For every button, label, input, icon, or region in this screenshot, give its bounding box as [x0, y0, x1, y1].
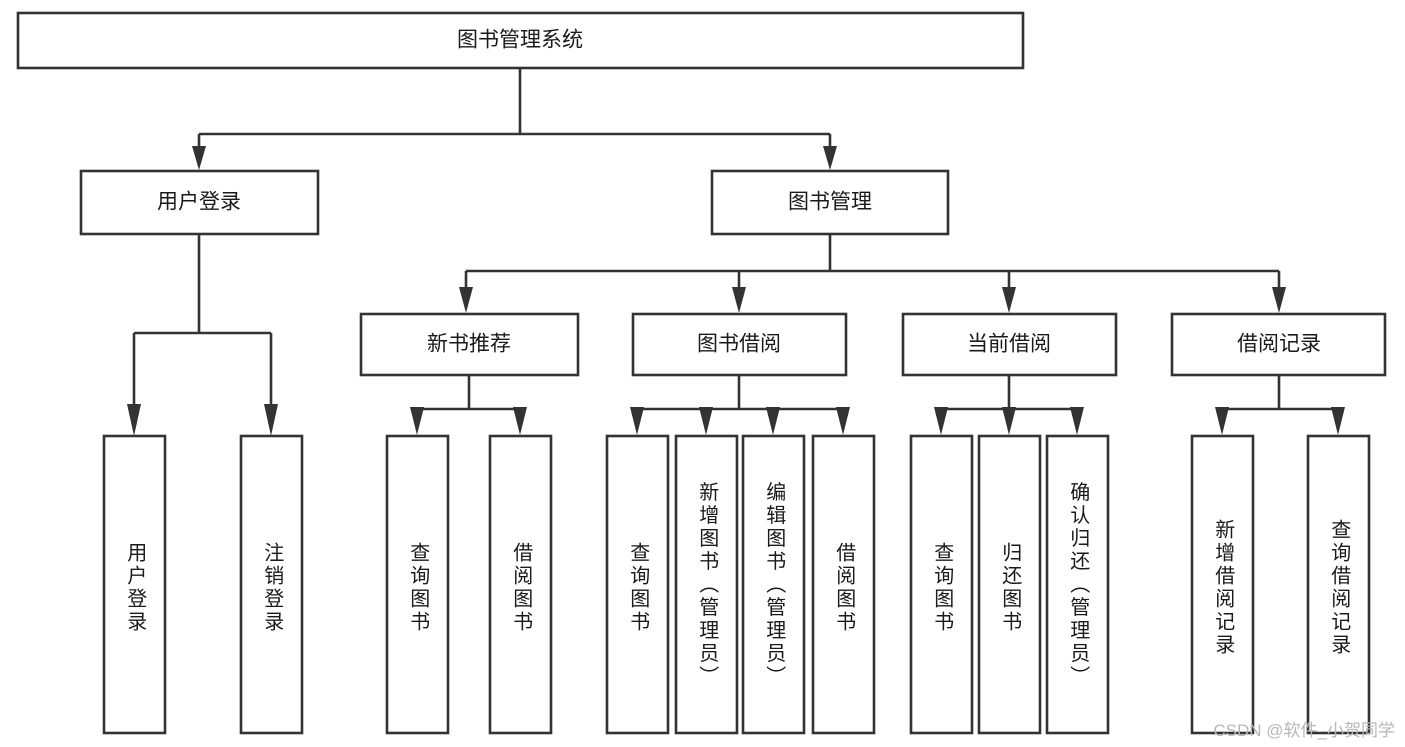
leaf-current-query-book-label: 查询图书	[931, 542, 954, 634]
leaf-recommend-borrow-book[interactable]: 借阅图书	[488, 434, 553, 735]
arrow-head-borrow-record	[1272, 287, 1286, 313]
connector-layer	[127, 68, 1345, 436]
leaf-current-return-book-box[interactable]	[977, 434, 1042, 735]
leaf-record-add-record[interactable]: 新增借阅记录	[1190, 434, 1255, 735]
leaf-borrow-query-book-box[interactable]	[605, 434, 670, 735]
arrow-head-record-1	[1215, 407, 1229, 435]
leaf-user-login-login[interactable]: 用户登录	[102, 434, 167, 735]
node-root-system-label: 图书管理系统	[457, 29, 583, 52]
node-user-login-label: 用户登录	[157, 191, 241, 214]
leaf-borrow-borrow-book-label: 借阅图书	[833, 542, 856, 634]
node-borrow-record-box[interactable]	[1170, 312, 1387, 377]
node-root-system-box[interactable]	[16, 11, 1025, 70]
leaf-record-query-record-box[interactable]	[1306, 434, 1371, 735]
arrow-head-recommend-2	[513, 407, 527, 435]
leaf-recommend-borrow-book-label: 借阅图书	[510, 542, 533, 634]
node-borrow-record[interactable]: 借阅记录	[1170, 312, 1387, 377]
leaf-borrow-edit-book-box[interactable]	[741, 434, 806, 735]
leaf-user-login-login-label: 用户登录	[124, 542, 147, 634]
leaf-user-login-logout-label: 注销登录	[261, 542, 284, 634]
arrow-head-current-2	[1002, 407, 1016, 435]
arrow-head-recommend-1	[410, 407, 424, 435]
leaf-borrow-edit-book-label: 编辑图书（管理员）	[763, 481, 786, 688]
leaf-borrow-add-book-label: 新增图书（管理员）	[696, 481, 719, 688]
leaf-borrow-add-book[interactable]: 新增图书（管理员）	[674, 434, 739, 735]
node-current-borrow-label: 当前借阅	[967, 333, 1051, 356]
node-book-management-label: 图书管理	[788, 191, 872, 214]
leaf-record-query-record[interactable]: 查询借阅记录	[1306, 434, 1371, 735]
node-new-book-recommend-box[interactable]	[359, 312, 580, 377]
arrow-head-user-login-2	[264, 404, 278, 436]
arrow-head-current-1	[934, 407, 948, 435]
node-current-borrow-box[interactable]	[901, 312, 1118, 377]
leaf-current-confirm-return-box[interactable]	[1045, 434, 1110, 735]
leaf-borrow-query-book-label: 查询图书	[627, 542, 650, 634]
leaf-recommend-borrow-book-box[interactable]	[488, 434, 553, 735]
node-book-management[interactable]: 图书管理	[710, 169, 950, 236]
leaf-borrow-add-book-box[interactable]	[674, 434, 739, 735]
node-root-system[interactable]: 图书管理系统	[16, 11, 1025, 70]
node-new-book-recommend[interactable]: 新书推荐	[359, 312, 580, 377]
leaf-user-login-logout[interactable]: 注销登录	[239, 434, 304, 735]
leaf-current-query-book-box[interactable]	[909, 434, 974, 735]
node-current-borrow[interactable]: 当前借阅	[901, 312, 1118, 377]
arrow-head-book-borrow	[732, 287, 746, 313]
leaf-user-login-logout-box[interactable]	[239, 434, 304, 735]
leaf-current-confirm-return-label: 确认归还（管理员）	[1067, 481, 1090, 688]
leaf-borrow-borrow-book-box[interactable]	[811, 434, 876, 735]
leaf-record-add-record-box[interactable]	[1190, 434, 1255, 735]
leaf-borrow-query-book[interactable]: 查询图书	[605, 434, 670, 735]
leaf-recommend-query-book-label: 查询图书	[407, 542, 430, 634]
arrow-head-new-book-recommend	[459, 287, 473, 313]
leaf-borrow-borrow-book[interactable]: 借阅图书	[811, 434, 876, 735]
node-book-borrow-box[interactable]	[631, 312, 848, 377]
arrow-head-borrow-4	[836, 407, 850, 435]
leaf-user-login-login-box[interactable]	[102, 434, 167, 735]
arrow-head-borrow-2	[699, 407, 713, 435]
leaf-record-query-record-label: 查询借阅记录	[1328, 519, 1351, 657]
leaf-borrow-edit-book[interactable]: 编辑图书（管理员）	[741, 434, 806, 735]
leaf-current-return-book[interactable]: 归还图书	[977, 434, 1042, 735]
arrow-head-record-2	[1331, 407, 1345, 435]
arrow-head-book-manage	[823, 146, 837, 170]
arrow-head-borrow-1	[630, 407, 644, 435]
arrow-head-user-login-1	[127, 404, 141, 436]
node-user-login-box[interactable]	[79, 169, 320, 236]
node-new-book-recommend-label: 新书推荐	[427, 333, 511, 356]
node-borrow-record-label: 借阅记录	[1237, 333, 1321, 356]
node-book-borrow-label: 图书借阅	[697, 333, 781, 356]
leaf-recommend-query-book-box[interactable]	[385, 434, 450, 735]
arrow-head-user-login	[192, 146, 206, 170]
leaf-current-return-book-label: 归还图书	[999, 542, 1022, 634]
leaf-current-query-book[interactable]: 查询图书	[909, 434, 974, 735]
node-book-management-box[interactable]	[710, 169, 950, 236]
arrow-head-borrow-3	[766, 407, 780, 435]
arrow-head-current-borrow	[1002, 287, 1016, 313]
leaf-record-add-record-label: 新增借阅记录	[1212, 519, 1235, 657]
arrow-head-current-3	[1070, 407, 1084, 435]
leaf-current-confirm-return[interactable]: 确认归还（管理员）	[1045, 434, 1110, 735]
node-book-borrow[interactable]: 图书借阅	[631, 312, 848, 377]
node-user-login[interactable]: 用户登录	[79, 169, 320, 236]
leaf-recommend-query-book[interactable]: 查询图书	[385, 434, 450, 735]
